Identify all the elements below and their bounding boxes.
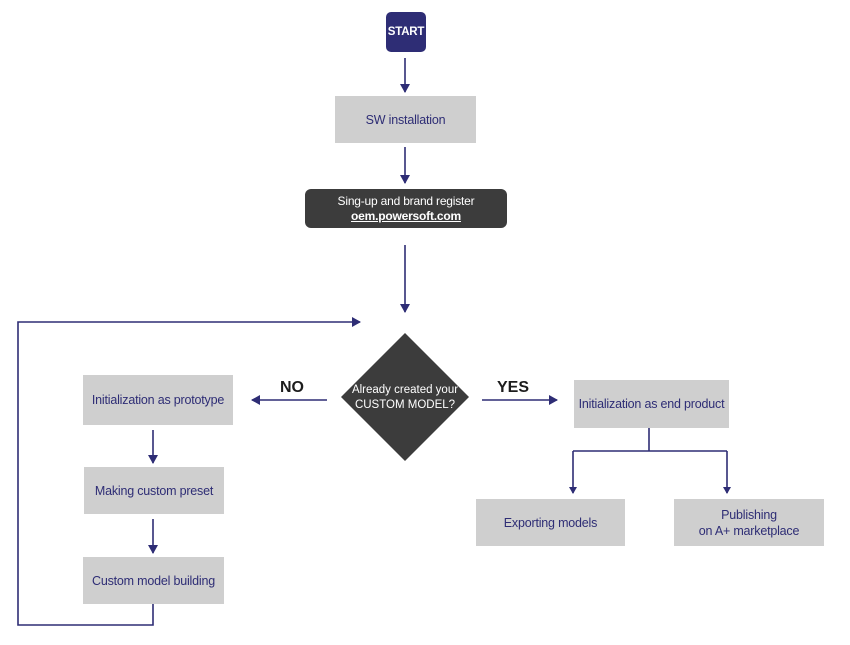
exporting-models-label: Exporting models	[503, 515, 598, 530]
making-preset-label: Making custom preset	[94, 483, 214, 498]
sw-installation-label: SW installation	[365, 112, 446, 127]
init-prototype-label: Initialization as prototype	[91, 393, 225, 407]
start-node: START	[386, 12, 426, 52]
decision-line-2: CUSTOM MODEL?	[354, 399, 456, 411]
decision-diamond	[341, 333, 469, 461]
sw-installation-box: SW installation	[335, 96, 476, 143]
branch-no-label: NO	[280, 379, 304, 396]
start-label: START	[387, 26, 425, 38]
publishing-line-2: on A+ marketplace	[698, 523, 800, 538]
init-prototype-box: Initialization as prototype	[83, 375, 233, 425]
custom-model-building-box: Custom model building	[83, 557, 224, 604]
loop-back-line	[17, 317, 361, 626]
signup-box: Sing-up and brand register oem.powersoft…	[305, 189, 507, 228]
decision-line-1: Already created your	[351, 384, 459, 396]
init-end-product-box: Initialization as end product	[574, 380, 729, 428]
signup-link[interactable]: oem.powersoft.com	[351, 208, 461, 223]
signup-label: Sing-up and brand register	[337, 193, 475, 208]
publishing-line-1: Publishing	[721, 507, 777, 522]
publishing-box: Publishing on A+ marketplace	[674, 499, 824, 546]
decision-text: Already created your CUSTOM MODEL?	[345, 383, 465, 413]
branch-yes-label: YES	[497, 379, 530, 396]
init-end-product-label: Initialization as end product	[578, 397, 725, 411]
custom-model-building-label: Custom model building	[92, 573, 215, 588]
making-preset-box: Making custom preset	[84, 467, 224, 514]
exporting-models-box: Exporting models	[476, 499, 625, 546]
